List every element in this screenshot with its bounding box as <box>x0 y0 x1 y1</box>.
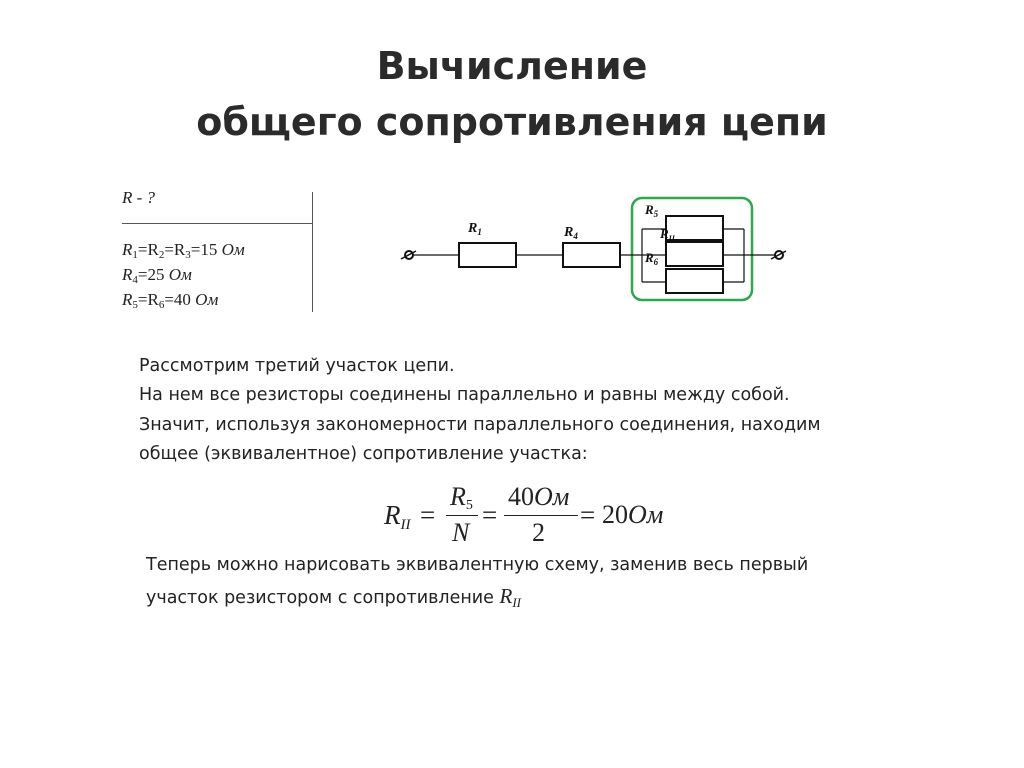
resistor-r1 <box>458 242 517 268</box>
terminal-left-arrow <box>400 250 417 260</box>
resistor-r4 <box>562 242 621 268</box>
formula-eq-3: = <box>580 500 596 530</box>
title-line-2: общего сопротивления цепи <box>196 100 828 144</box>
paragraph-3: Значит, используя закономерности паралле… <box>139 415 821 435</box>
resistor-r5 <box>665 215 724 241</box>
paragraph-2: На нем все резисторы соединены параллель… <box>139 385 790 405</box>
paragraph-6-symbol: RII <box>499 584 521 610</box>
formula-den-2: 2 <box>532 518 545 547</box>
formula-eq-2: = <box>482 500 498 530</box>
given-l1-unit: Ом <box>221 240 245 259</box>
given-l3-value: =40 <box>164 290 196 309</box>
paragraph-6: участок резистором с сопротивление RII <box>146 582 521 614</box>
given-l2-s1: 4 <box>132 274 138 286</box>
resistor-rii <box>665 241 724 267</box>
given-line-3: R5=R6=40 Ом <box>122 288 218 312</box>
given-unknown-symbol: R <box>122 188 133 207</box>
terminal-right-arrow <box>770 250 787 260</box>
label-r5: R5 <box>644 202 659 219</box>
given-l1-s2: 2 <box>158 249 165 261</box>
given-l1-r: R <box>122 240 133 259</box>
label-r4: R4 <box>563 225 578 241</box>
resistor-r6 <box>665 268 724 294</box>
formula-eq-1: = <box>420 500 436 530</box>
given-l2-value: =25 <box>137 265 169 284</box>
paragraph-4: общее (эквивалентное) сопротивление учас… <box>139 444 588 464</box>
label-r6: R6 <box>644 250 659 267</box>
given-l1-eq2: =R <box>164 240 186 259</box>
given-l1-s3: 3 <box>185 249 191 261</box>
formula-lhs: RII <box>384 500 411 533</box>
title-line-1: Вычисление <box>376 44 648 88</box>
paragraph-5: Теперь можно нарисовать эквивалентную сх… <box>146 555 809 575</box>
given-line-1: R1=R2=R3=15 Ом <box>122 238 245 262</box>
given-unknown: R - ? <box>122 186 155 210</box>
given-l1-value: =15 <box>190 240 222 259</box>
formula-den-1: N <box>452 518 470 547</box>
given-l3-s2: 6 <box>158 299 165 311</box>
label-r1: R1 <box>467 221 482 237</box>
given-vertical-divider <box>312 192 313 312</box>
formula-num-2: 40Ом <box>508 482 570 511</box>
circuit-diagram: R1 R4 R5 RII R6 <box>400 196 787 302</box>
formula-fraction-bar-2 <box>504 515 578 517</box>
paragraph-1: Рассмотрим третий участок цепи. <box>139 356 455 376</box>
given-block: R - ? R1=R2=R3=15 Ом R4=25 Ом R5=R6=40 О… <box>122 186 313 312</box>
given-l1-eq1: =R <box>137 240 159 259</box>
given-l1-s1: 1 <box>132 249 138 261</box>
given-l3-unit: Ом <box>195 290 219 309</box>
given-l3-r: R <box>122 290 133 309</box>
label-rii: RII <box>659 226 676 243</box>
given-line-2: R4=25 Ом <box>122 263 192 287</box>
formula-fraction-bar-1 <box>446 515 478 517</box>
formula-result: 20Ом <box>602 500 664 529</box>
given-horizontal-divider <box>122 223 313 224</box>
given-unknown-rest: - ? <box>132 188 156 207</box>
slide-title: Вычисление общего сопротивления цепи <box>0 38 1024 150</box>
paragraph-6-text: участок резистором с сопротивление <box>146 588 500 608</box>
given-l2-unit: Ом <box>168 265 192 284</box>
formula-block: RII = R5 N = 40Ом 2 = 20Ом <box>380 478 680 554</box>
formula-num-1: R5 <box>450 482 473 513</box>
given-l2-r: R <box>122 265 133 284</box>
given-l3-s1: 5 <box>132 299 138 311</box>
parallel-section-highlight <box>630 196 754 302</box>
given-l3-eq1: =R <box>137 290 159 309</box>
